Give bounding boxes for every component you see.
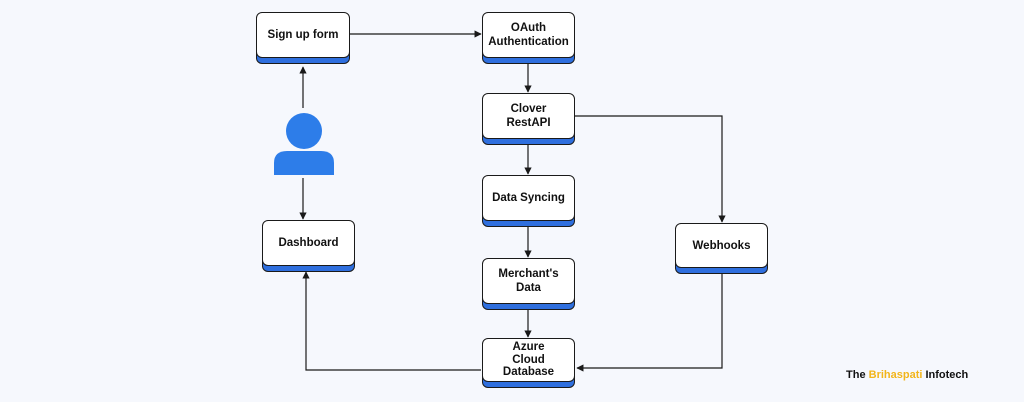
node-data-syncing-label: Data Syncing: [492, 192, 565, 204]
arrow-azure-to-dashboard: [302, 271, 481, 371]
arrow-clover-to-webhooks: [575, 115, 726, 223]
node-signup-form-label: Sign up form: [267, 29, 339, 41]
node-oauth-authentication[interactable]: OAuth Authentication: [482, 12, 575, 58]
node-dashboard-label: Dashboard: [278, 237, 339, 249]
brand-suffix: Infotech: [922, 369, 969, 381]
node-webhooks-label: Webhooks: [692, 239, 751, 252]
node-webhooks[interactable]: Webhooks: [675, 223, 768, 268]
node-dashboard[interactable]: Dashboard: [262, 220, 355, 266]
brand-logo: The Brihaspati Infotech: [846, 369, 968, 381]
node-azure-cloud-database-label: Azure Cloud Database: [502, 341, 555, 379]
node-merchants-data[interactable]: Merchant's Data: [482, 258, 575, 304]
brand-prefix: The: [846, 369, 869, 381]
node-data-syncing[interactable]: Data Syncing: [482, 175, 575, 221]
node-signup-form[interactable]: Sign up form: [256, 12, 350, 58]
node-clover-restapi[interactable]: Clover RestAPI: [482, 93, 575, 139]
node-merchants-data-label: Merchant's Data: [498, 268, 559, 294]
user-icon: [274, 113, 334, 175]
node-azure-cloud-database[interactable]: Azure Cloud Database: [482, 338, 575, 382]
brand-highlight: Brihaspati: [868, 369, 923, 381]
arrow-webhooks-to-azure: [576, 274, 723, 372]
node-oauth-authentication-label: OAuth Authentication: [488, 22, 569, 48]
node-clover-restapi-label: Clover RestAPI: [506, 103, 551, 129]
